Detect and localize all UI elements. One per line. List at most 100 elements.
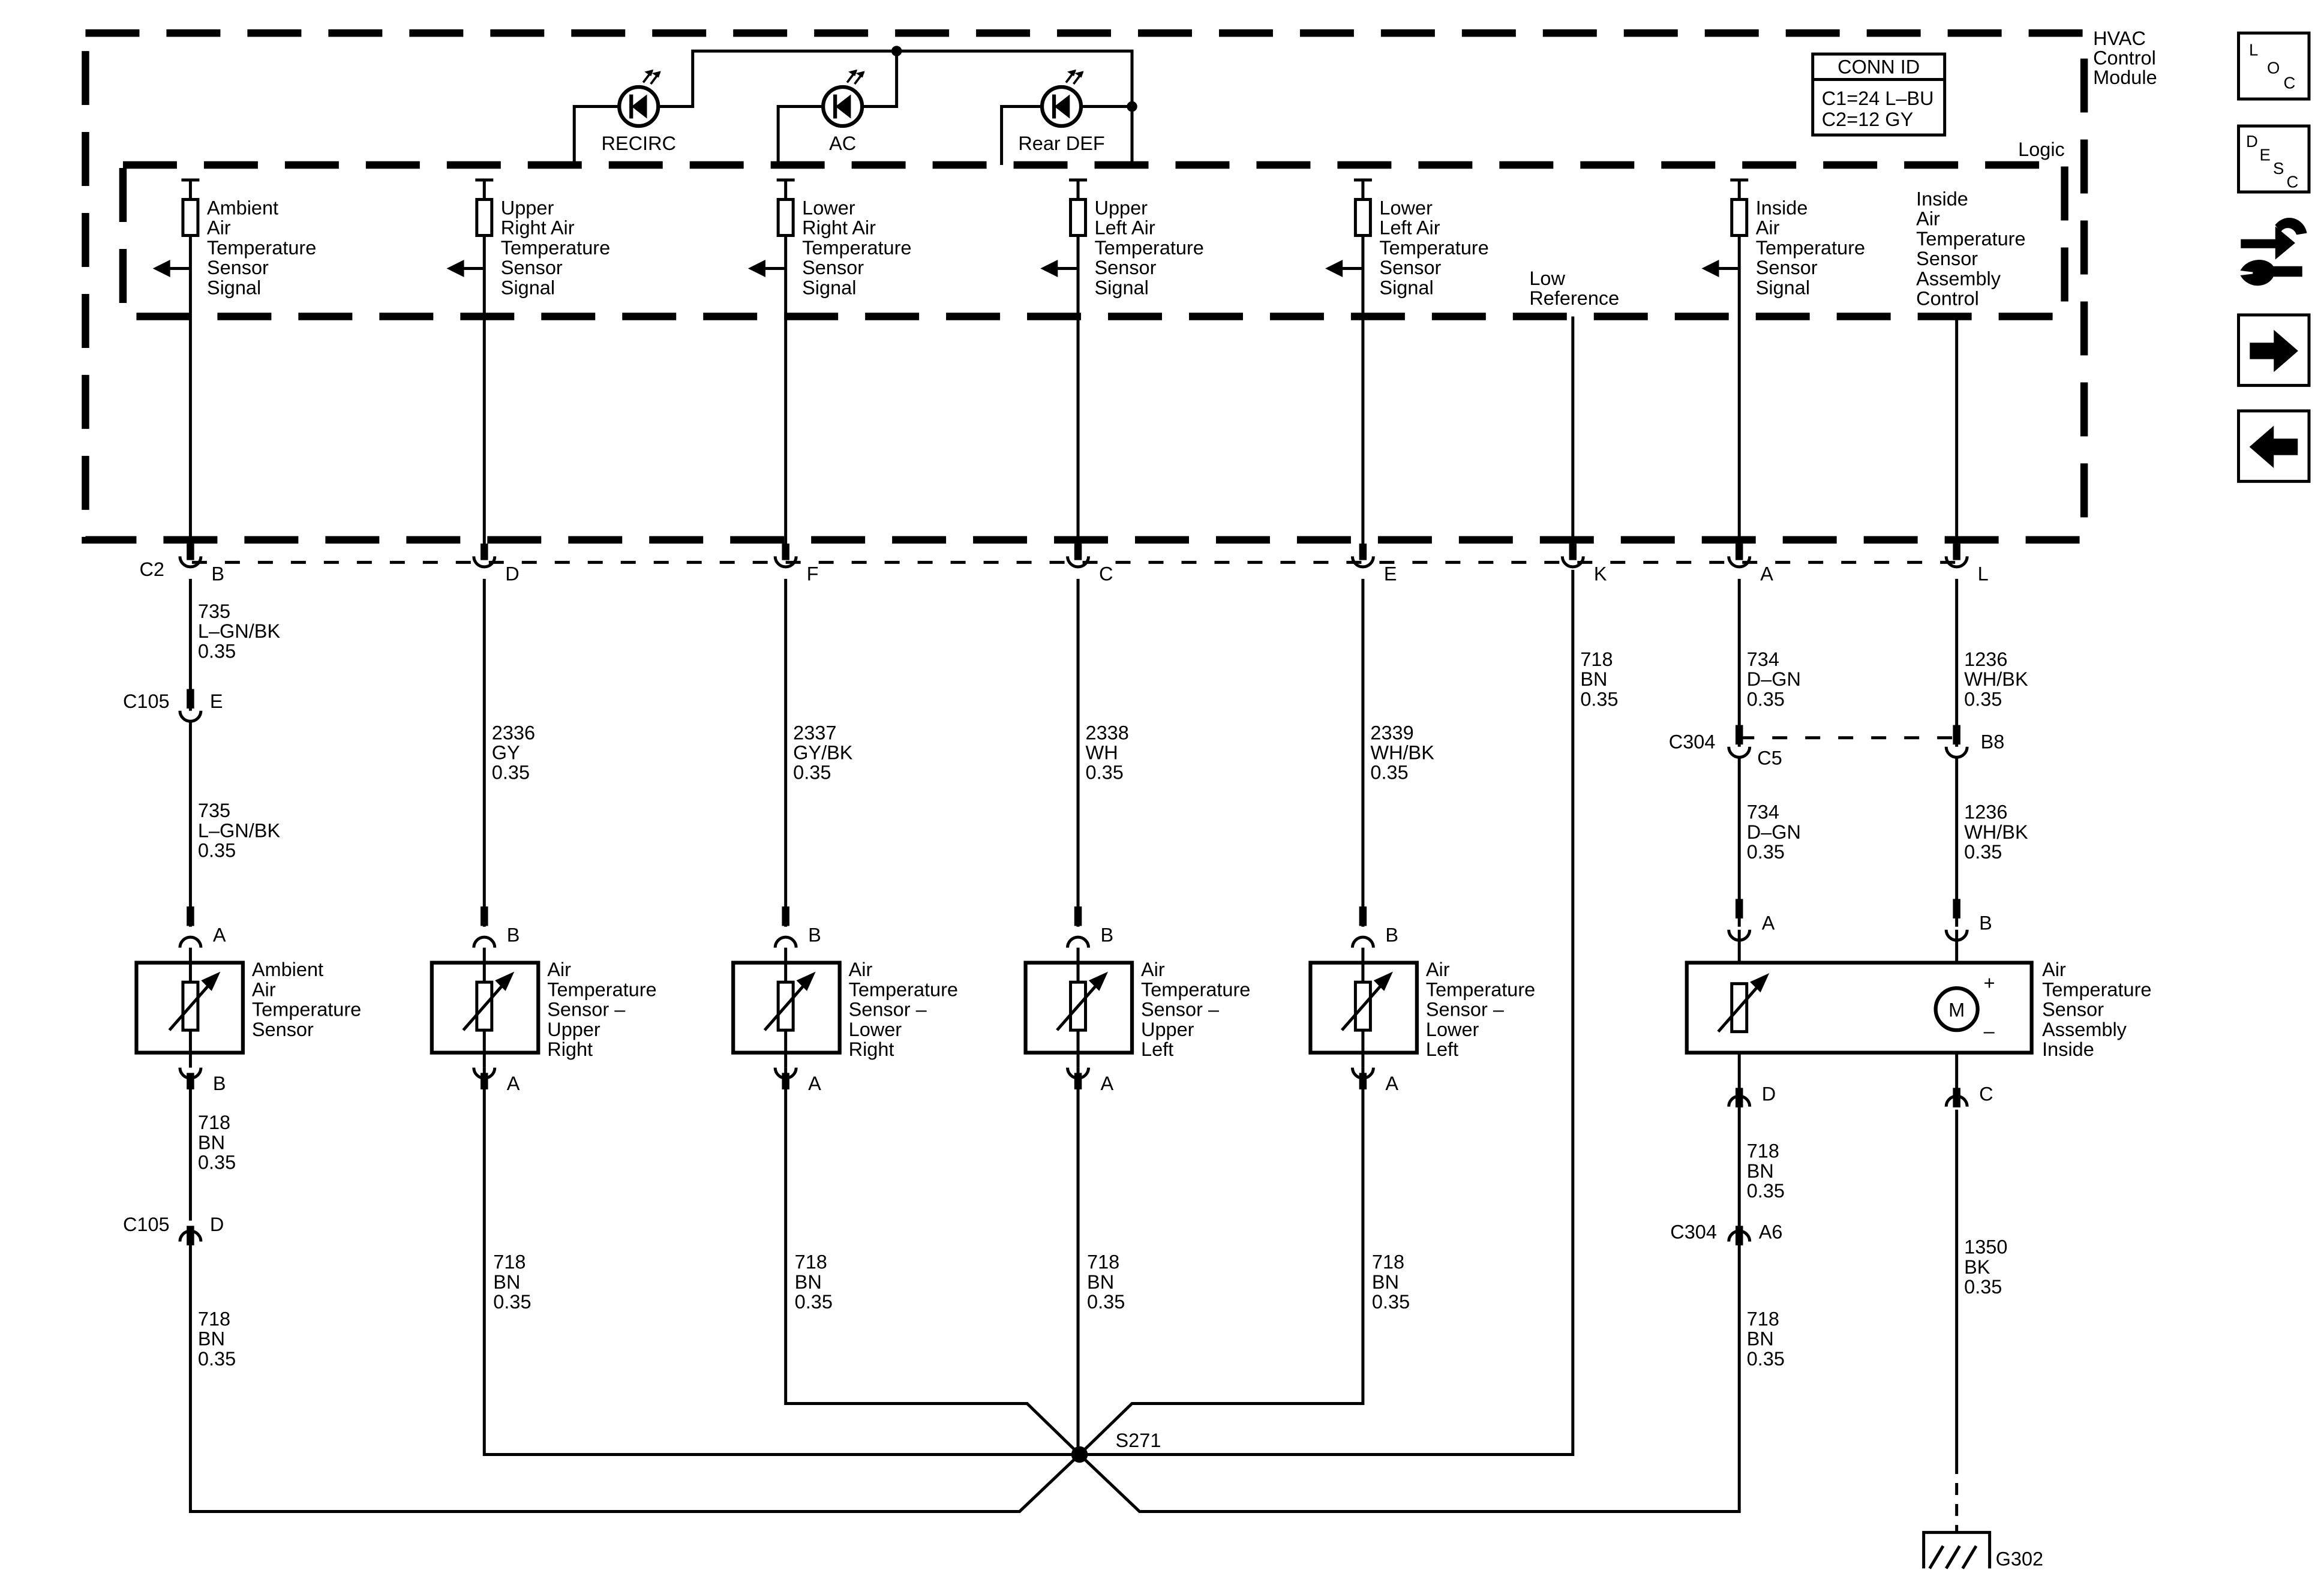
svg-text:718: 718: [1747, 1308, 1779, 1330]
svg-text:GY: GY: [492, 742, 520, 764]
splice-s271: [1071, 1446, 1088, 1463]
c2-pin-label: K: [1594, 563, 1607, 584]
svg-text:Air: Air: [1916, 208, 1940, 230]
svg-text:0.35: 0.35: [1370, 762, 1408, 784]
signal-label: InsideAirTemperatureSensorAssemblyContro…: [1916, 188, 2025, 310]
svg-text:2339: 2339: [1370, 722, 1413, 743]
svg-text:Ambient: Ambient: [252, 959, 323, 980]
svg-text:0.35: 0.35: [198, 1348, 236, 1370]
nav-desc-button[interactable]: D E S C: [2237, 124, 2311, 194]
svg-text:C105: C105: [123, 691, 170, 712]
svg-text:Left Air: Left Air: [1095, 217, 1155, 239]
svg-text:Signal: Signal: [1095, 277, 1149, 298]
svg-text:O: O: [2267, 59, 2280, 77]
svg-text:Sensor: Sensor: [1916, 248, 1978, 269]
c2-pin: [1560, 544, 1585, 569]
svg-text:2337: 2337: [793, 722, 836, 743]
svg-text:Air: Air: [207, 217, 231, 239]
svg-text:Temperature: Temperature: [547, 978, 656, 1000]
svg-text:WH/BK: WH/BK: [1964, 821, 2028, 843]
svg-text:Sensor: Sensor: [2042, 999, 2104, 1020]
svg-text:0.35: 0.35: [1747, 1348, 1785, 1370]
svg-text:Signal: Signal: [802, 277, 856, 298]
svg-text:A: A: [808, 1073, 821, 1094]
svg-text:0.35: 0.35: [1087, 1291, 1125, 1313]
c2-pin: [773, 544, 798, 569]
svg-text:M: M: [1948, 999, 1965, 1021]
svg-text:L: L: [2249, 41, 2258, 59]
wrench-icon[interactable]: [2240, 218, 2307, 286]
svg-text:Sensor: Sensor: [252, 1019, 314, 1040]
conn-id-box: CONN ID C1=24 L–BU C2=12 GY: [1811, 52, 1947, 137]
svg-text:Left Air: Left Air: [1379, 217, 1440, 239]
svg-text:Right Air: Right Air: [802, 217, 876, 239]
ground-label: G302: [1996, 1548, 2043, 1569]
c2-pin: [472, 544, 497, 569]
svg-text:1236: 1236: [1964, 801, 2007, 823]
svg-text:BN: BN: [1372, 1271, 1399, 1293]
svg-text:1236: 1236: [1964, 649, 2007, 670]
svg-text:0.35: 0.35: [1372, 1291, 1410, 1313]
next-arrow-button[interactable]: [2237, 313, 2311, 387]
svg-text:Signal: Signal: [1756, 277, 1810, 298]
svg-text:0.35: 0.35: [1964, 1276, 2002, 1298]
svg-text:718: 718: [1580, 649, 1613, 670]
svg-text:A: A: [1101, 1073, 1114, 1094]
svg-text:B8: B8: [1981, 731, 2005, 752]
svg-text:B: B: [213, 1073, 226, 1094]
svg-text:Control: Control: [2093, 47, 2156, 69]
svg-text:C304: C304: [1670, 1221, 1717, 1243]
svg-text:Temperature: Temperature: [501, 237, 610, 259]
svg-text:0.35: 0.35: [795, 1291, 833, 1313]
svg-text:WH/BK: WH/BK: [1370, 742, 1434, 764]
svg-text:Lower: Lower: [1426, 1019, 1479, 1040]
svg-text:0.35: 0.35: [1747, 688, 1785, 710]
svg-text:Temperature: Temperature: [1916, 228, 2025, 250]
svg-text:Right Air: Right Air: [501, 217, 575, 239]
svg-text:C1=24 L–BU: C1=24 L–BU: [1822, 88, 1934, 109]
svg-text:S: S: [2273, 159, 2284, 178]
svg-text:1350: 1350: [1964, 1236, 2007, 1258]
svg-text:718: 718: [198, 1112, 230, 1133]
svg-text:Low: Low: [1529, 268, 1565, 289]
svg-text:0.35: 0.35: [793, 762, 831, 784]
svg-text:0.35: 0.35: [492, 762, 530, 784]
indicator-label: AC: [829, 133, 856, 154]
svg-text:0.35: 0.35: [1747, 1180, 1785, 1202]
svg-text:Sensor –: Sensor –: [1141, 999, 1220, 1020]
svg-text:Air: Air: [1756, 217, 1780, 239]
svg-text:0.35: 0.35: [198, 1152, 236, 1173]
svg-text:–: –: [1984, 1020, 1995, 1042]
svg-text:Upper: Upper: [547, 1019, 600, 1040]
svg-text:Sensor: Sensor: [501, 257, 563, 278]
prev-arrow-button[interactable]: [2237, 409, 2311, 483]
c2-pin: [1727, 544, 1752, 569]
svg-text:Temperature: Temperature: [849, 978, 958, 1000]
svg-text:Sensor –: Sensor –: [547, 999, 626, 1020]
svg-text:WH: WH: [1086, 742, 1118, 764]
svg-text:Air: Air: [547, 959, 571, 980]
svg-text:Sensor –: Sensor –: [849, 999, 927, 1020]
svg-text:Temperature: Temperature: [1426, 978, 1535, 1000]
svg-text:B: B: [507, 924, 520, 946]
svg-text:735: 735: [198, 601, 230, 622]
svg-text:735: 735: [198, 800, 230, 821]
svg-text:Air: Air: [2042, 959, 2066, 980]
nav-loc-button[interactable]: L O C: [2237, 31, 2311, 101]
